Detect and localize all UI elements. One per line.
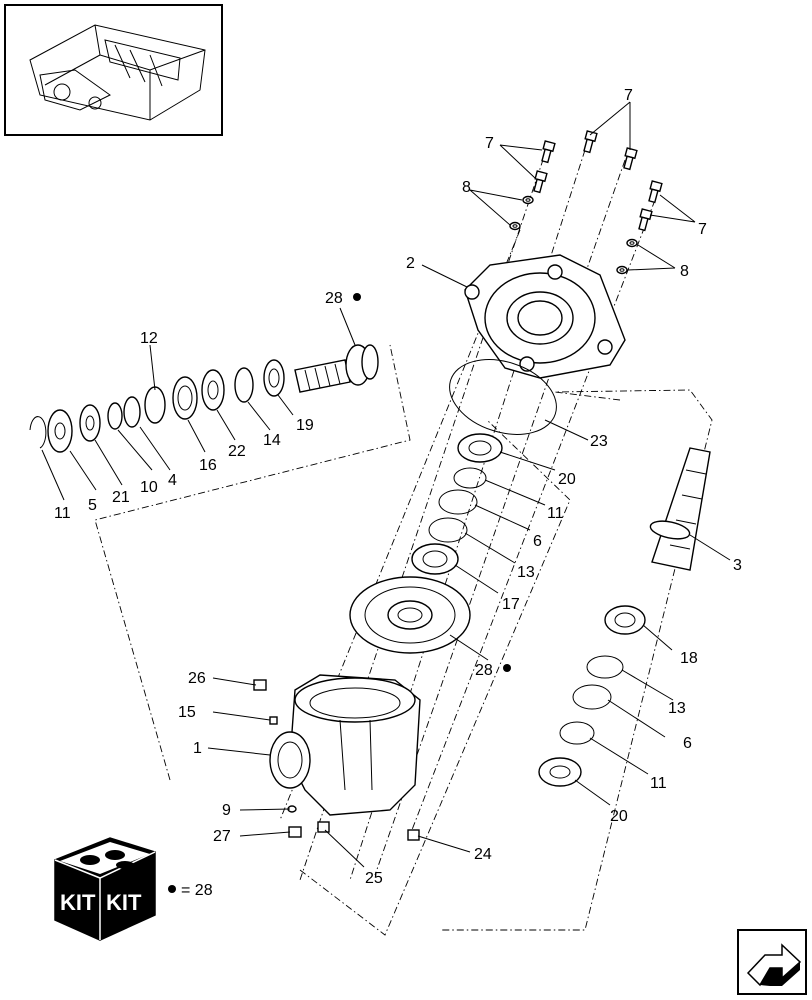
callout-11[interactable]: 11 (54, 505, 71, 522)
callout-13[interactable]: 13 (668, 700, 686, 717)
callout-20[interactable]: 20 (558, 471, 576, 488)
callout-7[interactable]: 7 (698, 221, 707, 238)
callout-2[interactable]: 2 (406, 255, 415, 272)
washer-8-group (509, 195, 638, 275)
kit-label-right: KIT (106, 890, 142, 915)
kit-box-icon: KIT KIT (54, 837, 156, 941)
kit-legend-text: = 28 (181, 882, 213, 899)
kit-dot-marker (503, 664, 511, 672)
callout-5[interactable]: 5 (88, 497, 97, 514)
callout-17[interactable]: 17 (502, 596, 520, 613)
callout-14[interactable]: 14 (263, 432, 281, 449)
callout-4[interactable]: 4 (168, 472, 177, 489)
callout-11[interactable]: 11 (547, 505, 564, 522)
cover-plate-2 (464, 254, 626, 379)
bolt-7-group (533, 130, 663, 232)
callout-21[interactable]: 21 (112, 489, 130, 506)
leader-lines (41, 101, 731, 868)
callout-19[interactable]: 19 (296, 417, 314, 434)
lower-seal-stack (538, 605, 646, 787)
gearbox-housing-1 (269, 674, 421, 816)
callout-7[interactable]: 7 (485, 135, 494, 152)
kit-dot-marker (353, 293, 361, 301)
callout-23[interactable]: 23 (590, 433, 608, 450)
callout-7[interactable]: 7 (624, 87, 633, 104)
callout-28[interactable]: 28 (325, 290, 343, 307)
callout-18[interactable]: 18 (680, 650, 698, 667)
callout-12[interactable]: 12 (140, 330, 158, 347)
callout-8[interactable]: 8 (680, 263, 689, 280)
callout-20[interactable]: 20 (610, 808, 628, 825)
bevel-gear-28 (349, 576, 471, 654)
kit-legend-dot (168, 885, 176, 893)
seal-ring-stack (411, 433, 503, 575)
callout-13[interactable]: 13 (517, 564, 535, 581)
input-shaft-stack (29, 344, 379, 453)
callout-3[interactable]: 3 (733, 557, 742, 574)
callout-27[interactable]: 27 (213, 828, 231, 845)
callout-8[interactable]: 8 (462, 179, 471, 196)
output-shaft-3 (649, 447, 711, 571)
o-ring-23 (449, 359, 557, 435)
callout-22[interactable]: 22 (228, 443, 246, 460)
callout-24[interactable]: 24 (474, 846, 492, 863)
fittings-group (253, 679, 420, 841)
callout-6[interactable]: 6 (533, 533, 542, 550)
kit-label-left: KIT (60, 890, 96, 915)
callout-10[interactable]: 10 (140, 479, 158, 496)
next-page-arrow-icon[interactable] (737, 929, 807, 995)
callout-9[interactable]: 9 (222, 802, 231, 819)
callout-1[interactable]: 1 (193, 740, 202, 757)
callout-28[interactable]: 28 (475, 662, 493, 679)
callout-labels: 7 7 7 8 8 2 28 12 19 14 22 16 4 10 21 5 … (54, 87, 742, 887)
machine-thumbnail-icon[interactable] (4, 4, 223, 136)
callout-6[interactable]: 6 (683, 735, 692, 752)
callout-16[interactable]: 16 (199, 457, 217, 474)
callout-25[interactable]: 25 (365, 870, 383, 887)
callout-26[interactable]: 26 (188, 670, 206, 687)
callout-15[interactable]: 15 (178, 704, 196, 721)
callout-11[interactable]: 11 (650, 775, 667, 792)
